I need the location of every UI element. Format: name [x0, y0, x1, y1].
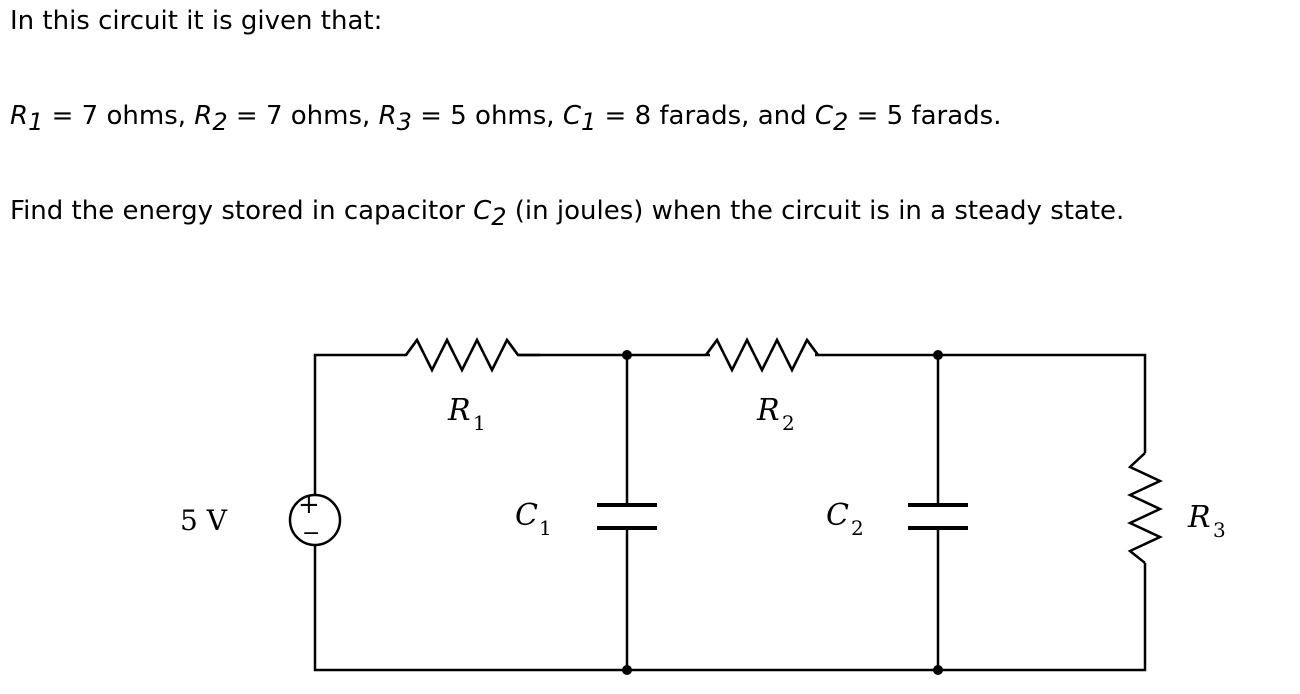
- r2-sub: 2: [782, 411, 795, 435]
- c1-label: C: [515, 498, 538, 533]
- question-text: Find the energy stored in capacitor C2 (…: [10, 196, 1125, 231]
- resistor-r3: [1127, 452, 1163, 564]
- wire-right-bottom: [313, 545, 1147, 672]
- voltage-source: [288, 493, 342, 547]
- intro-text: In this circuit it is given that:: [10, 6, 383, 36]
- junction-dot: [622, 350, 632, 360]
- junction-dot: [622, 665, 632, 675]
- source-minus: −: [302, 521, 320, 546]
- r1-label: R: [447, 393, 471, 428]
- r1-sub: 1: [473, 411, 486, 435]
- r3-label: R: [1187, 500, 1211, 535]
- c2-label: C: [826, 498, 849, 533]
- capacitor-c1-plates: [597, 503, 657, 530]
- r3-sub: 3: [1213, 518, 1226, 542]
- c1-sub: 1: [539, 516, 552, 540]
- given-r2: R2 = 7 ohms,: [194, 101, 379, 136]
- junction-dot: [933, 350, 943, 360]
- given-values: R1 = 7 ohms, R2 = 7 ohms, R3 = 5 ohms, C…: [10, 101, 1002, 136]
- given-c2: C2 = 5 farads.: [814, 101, 1002, 136]
- given-r1: R1 = 7 ohms,: [10, 101, 195, 136]
- given-r3: R3 = 5 ohms,: [378, 101, 563, 136]
- junction-dot: [933, 665, 943, 675]
- given-c1: C1 = 8 farads, and: [562, 101, 815, 136]
- source-label: 5 V: [180, 504, 228, 537]
- wire-top-left: [313, 353, 398, 495]
- source-plus: +: [298, 490, 320, 520]
- wire-top-right: [940, 353, 1147, 453]
- r2-label: R: [756, 393, 780, 428]
- capacitor-c2-plates: [908, 503, 968, 530]
- c2-sub: 2: [851, 516, 864, 540]
